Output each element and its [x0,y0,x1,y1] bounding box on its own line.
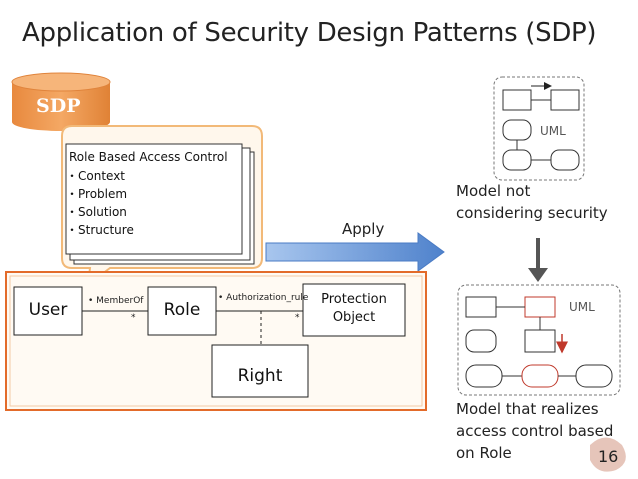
pattern-bullet-solution: ・Solution [66,205,127,219]
pattern-name: Role Based Access Control [69,150,228,164]
class-right-box [211,344,309,398]
page-number: 16 [598,447,619,466]
apply-arrow [265,232,445,272]
model-before-uml-label: UML [540,124,566,138]
model-before-diagram [493,76,585,181]
authorization-multiplicity: * [295,313,300,323]
page-title: Application of Security Design Patterns … [22,18,597,48]
class-protection-object-label: Protection Object [321,292,387,325]
class-role-label: Role [163,300,201,320]
pattern-bullet-context: ・Context [66,169,126,183]
model-after-diagram [457,284,621,396]
class-user-box [13,286,83,336]
sdp-database-icon [11,72,111,131]
pattern-bullet-problem: ・Problem [66,187,128,201]
member-of-multiplicity: * [131,313,136,323]
model-after-caption-line-3: on Role [456,444,512,462]
class-user-label: User [28,300,68,320]
model-before-caption-line-2: considering security [456,204,608,222]
authorization-rule-label: • Authorization_rule [218,293,309,303]
sdp-label: SDP [36,95,81,117]
class-protection-object-box [302,283,406,337]
model-after-uml-label: UML [569,300,595,314]
model-after-caption-line-2: access control based [456,422,614,440]
pattern-card-front [65,143,243,255]
pattern-bullet-structure: ・Structure [66,223,134,237]
member-of-label: • MemberOf [88,296,144,306]
class-right-label: Right [237,366,283,386]
apply-label: Apply [342,220,385,238]
page-number-badge [590,437,626,472]
model-after-caption-line-1: Model that realizes [456,400,599,418]
model-before-caption-line-1: Model not [456,182,531,200]
